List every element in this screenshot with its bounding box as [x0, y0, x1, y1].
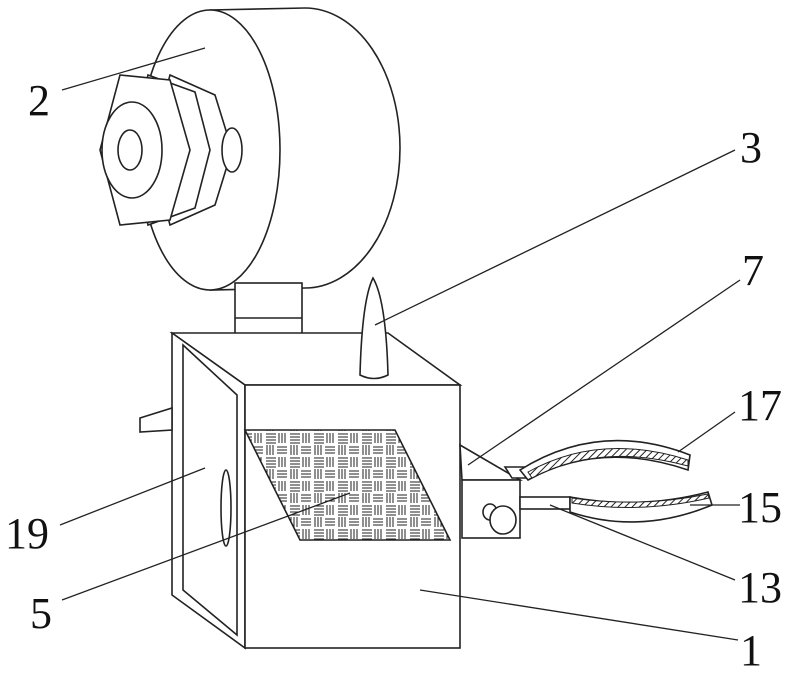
label-3: 3	[740, 123, 762, 172]
antenna	[360, 278, 388, 379]
label-17: 17	[738, 381, 782, 430]
label-7: 7	[742, 246, 764, 295]
label-1: 1	[740, 626, 762, 673]
label-19: 19	[5, 509, 49, 558]
label-15: 15	[738, 483, 782, 532]
knob[interactable]	[490, 506, 516, 534]
side-handle	[140, 408, 172, 432]
label-2: 2	[28, 76, 50, 125]
lower-jaw	[520, 492, 712, 522]
clamp-block	[460, 445, 520, 538]
label-5: 5	[30, 589, 52, 638]
label-13: 13	[738, 563, 782, 612]
upper-jaw	[505, 441, 690, 480]
